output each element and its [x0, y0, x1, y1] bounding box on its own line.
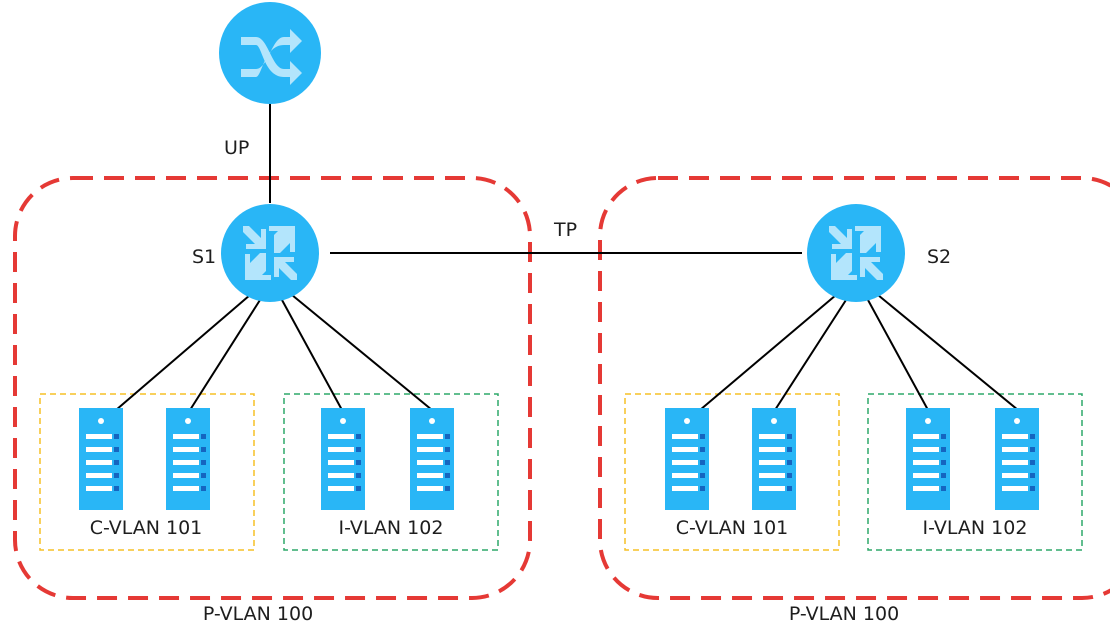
server-icon	[752, 408, 796, 510]
link-s1-server-1	[115, 294, 251, 411]
server-icon	[906, 408, 950, 510]
link-s2-server-4	[877, 294, 1019, 411]
link-s1-server-3	[281, 299, 343, 411]
server-icon	[79, 408, 123, 510]
pvlan-label-left: P-VLAN 100	[202, 603, 314, 625]
trunk-label: TP	[554, 219, 578, 241]
server-icon	[665, 408, 709, 510]
ivlan-zone-left	[283, 393, 499, 551]
server-icon	[166, 408, 210, 510]
server-icon	[410, 408, 454, 510]
server-icon	[321, 408, 365, 510]
switch-icon	[807, 204, 905, 302]
pvlan-label-right: P-VLAN 100	[788, 603, 900, 625]
link-s1-server-2	[189, 299, 261, 411]
cvlan-label-right: C-VLAN 101	[675, 517, 789, 539]
switch-label-s2: S2	[927, 246, 952, 268]
router-icon	[219, 2, 321, 104]
switch-label-s1: S1	[192, 246, 217, 268]
pvlan-zone-left	[13, 176, 532, 600]
ivlan-label-left: I-VLAN 102	[338, 517, 444, 539]
cvlan-zone-right	[624, 393, 840, 551]
link-s2-server-1	[699, 294, 837, 411]
link-s2-server-3	[867, 299, 929, 411]
link-s2-server-2	[774, 299, 847, 411]
ivlan-zone-right	[867, 393, 1083, 551]
pvlan-zone-right	[598, 176, 1110, 600]
cvlan-zone-left	[39, 393, 255, 551]
ivlan-label-right: I-VLAN 102	[922, 517, 1028, 539]
link-s1-server-4	[291, 294, 433, 411]
uplink-label: UP	[224, 137, 250, 159]
cvlan-label-left: C-VLAN 101	[89, 517, 203, 539]
switch-icon	[221, 204, 319, 302]
server-icon	[995, 408, 1039, 510]
